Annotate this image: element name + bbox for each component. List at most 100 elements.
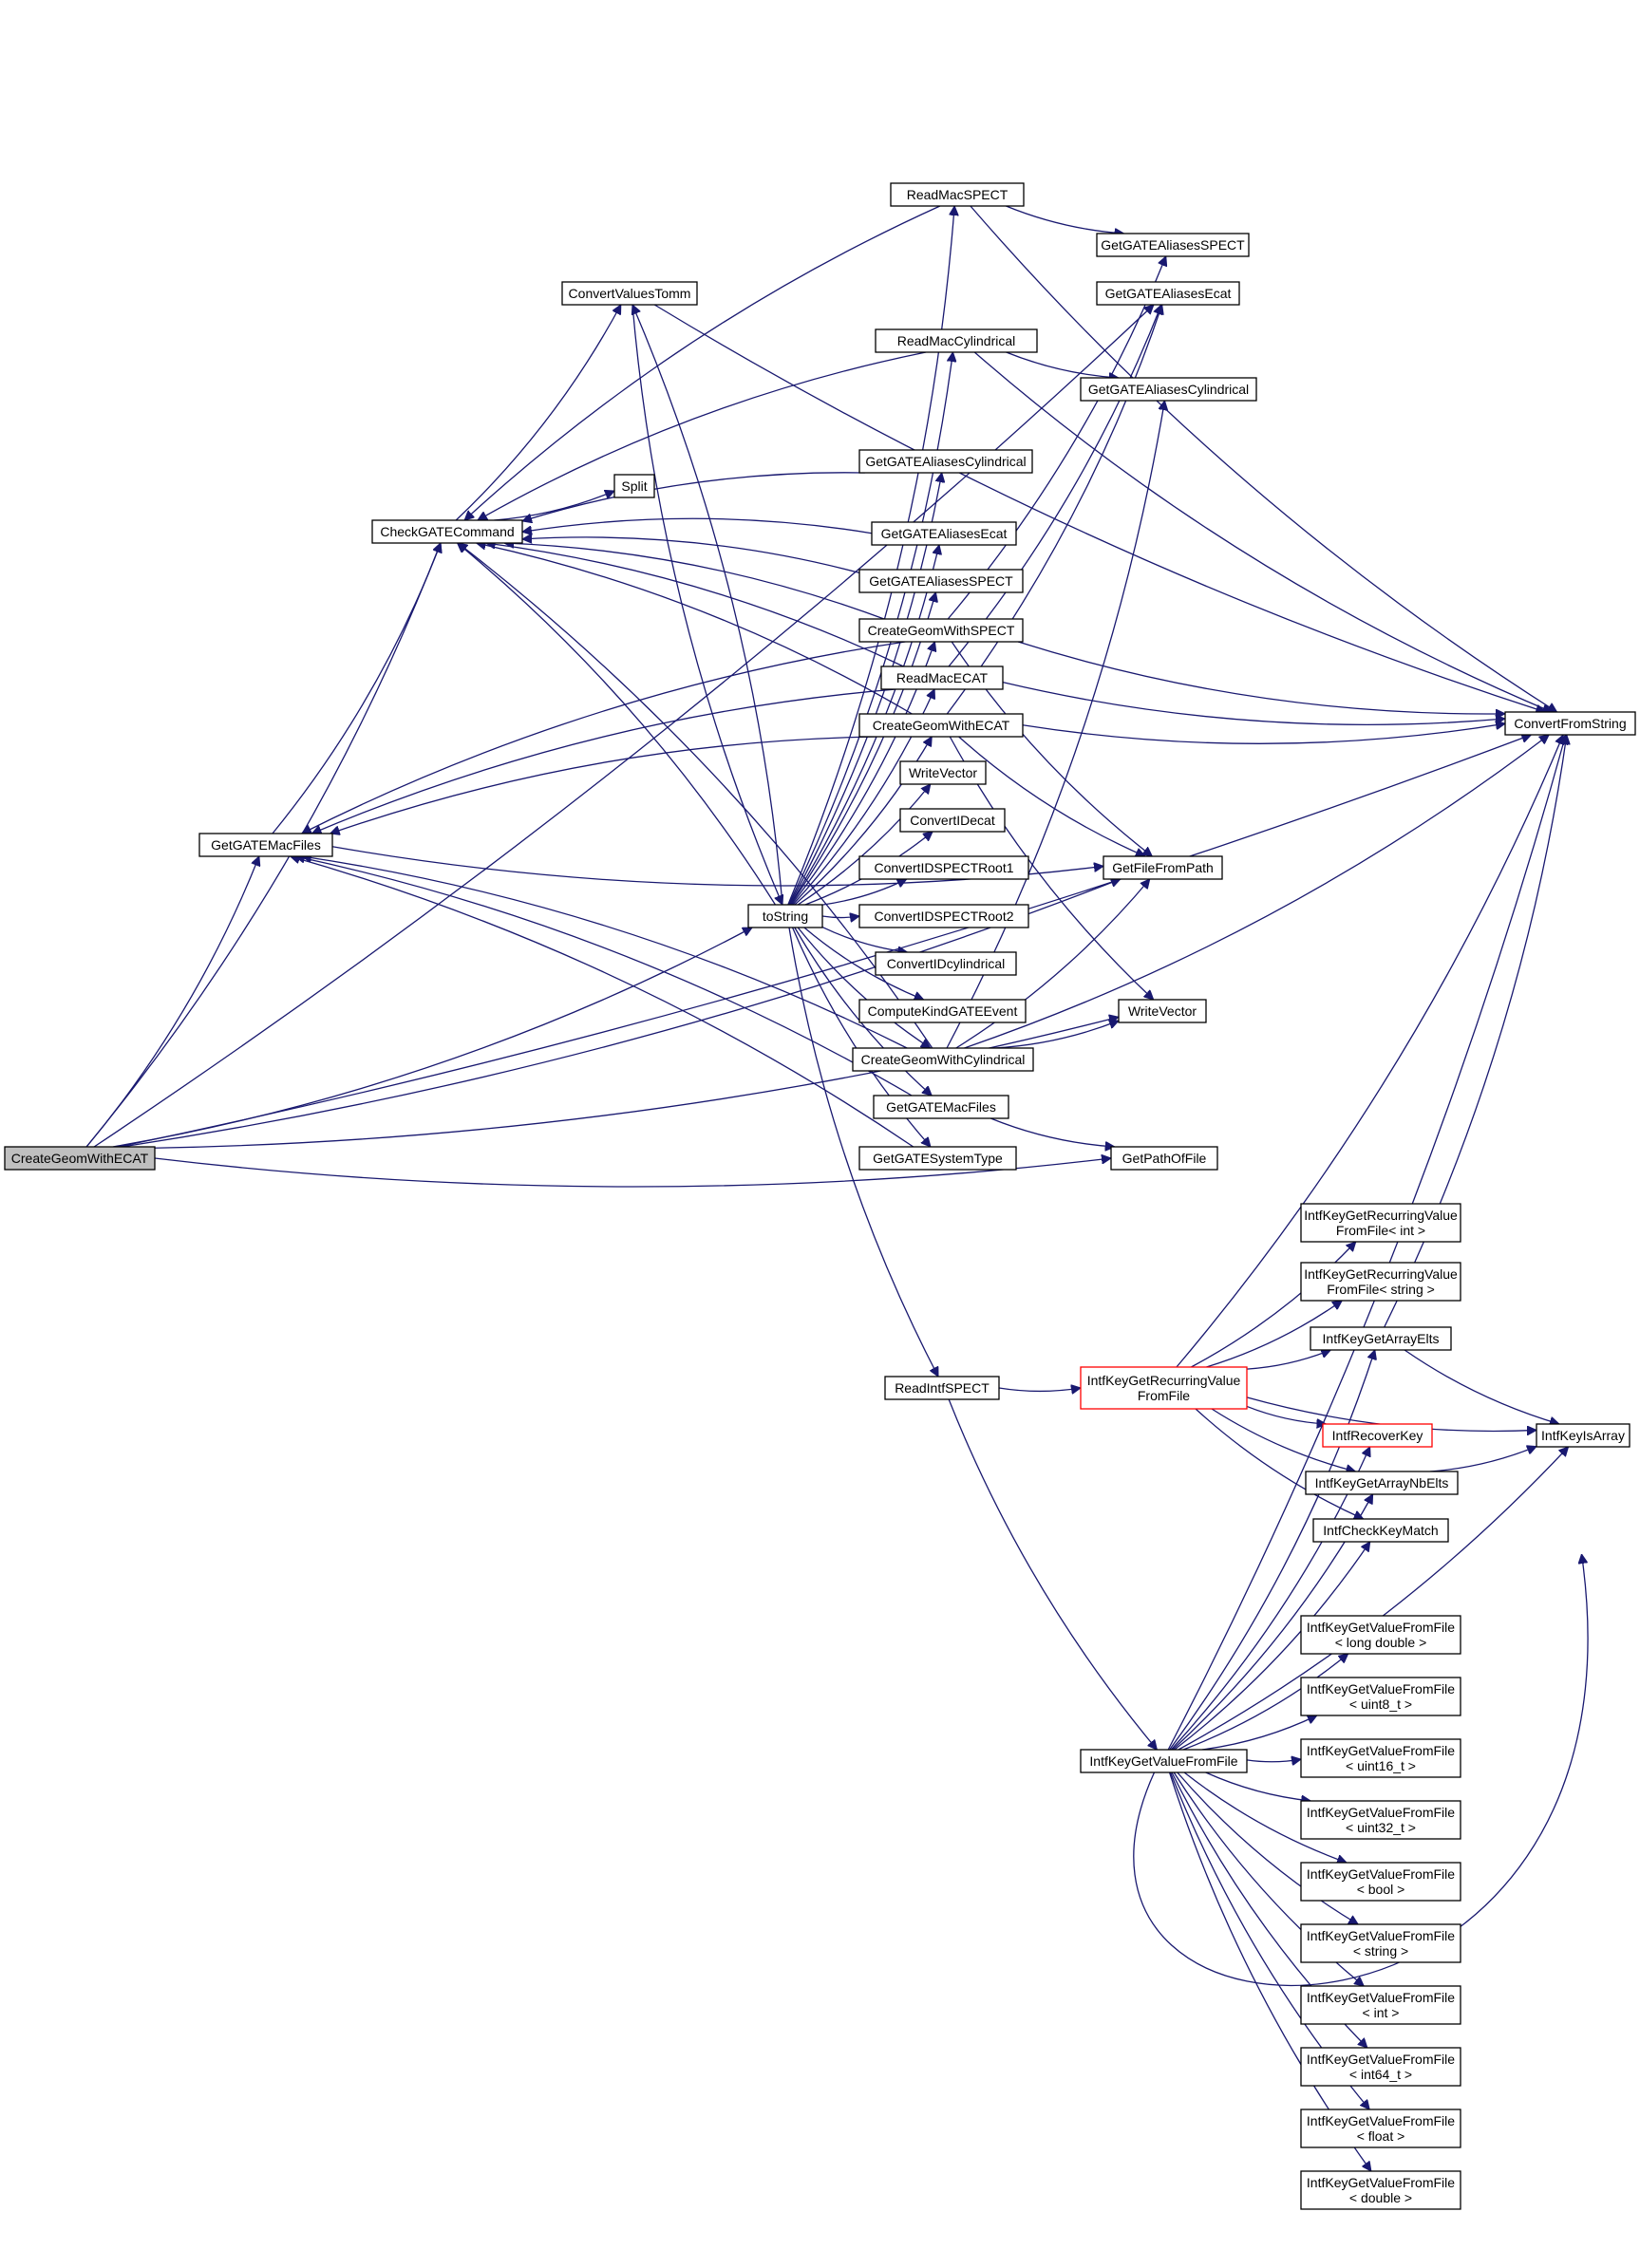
node-box (1300, 1862, 1461, 1902)
node-v-double[interactable]: IntfKeyGetValueFromFile< double > (1300, 2170, 1461, 2210)
node-box (1300, 1923, 1461, 1963)
node-convidspect1[interactable]: ConvertIDSPECTRoot1 (858, 855, 1029, 880)
node-label: ReadMacSPECT (907, 187, 1009, 202)
node-label: ComputeKindGATEEvent (868, 1003, 1018, 1019)
node-v-uint16[interactable]: IntfKeyGetValueFromFile< uint16_t > (1300, 1738, 1461, 1778)
node-label: < int64_t > (1349, 2067, 1412, 2082)
node-box (884, 1376, 1000, 1400)
call-edge (1384, 735, 1567, 1328)
node-intf-recoverkey[interactable]: IntfRecoverKey (1322, 1423, 1433, 1448)
node-label: IntfKeyGetValueFromFile (1307, 1620, 1455, 1635)
node-cg-ecat[interactable]: CreateGeomWithECAT (858, 713, 1024, 738)
node-box (858, 855, 1029, 880)
node-intf-arraynb[interactable]: IntfKeyGetArrayNbElts (1305, 1471, 1459, 1495)
node-box (1300, 1203, 1461, 1243)
node-v-int[interactable]: IntfKeyGetValueFromFile< int > (1300, 1985, 1461, 2025)
call-edge (1182, 1654, 1348, 1751)
node-getmac-m[interactable]: GetGATEMacFiles (873, 1095, 1009, 1119)
node-v-int64[interactable]: IntfKeyGetValueFromFile< int64_t > (1300, 2047, 1461, 2087)
node-getmac-l[interactable]: GetGATEMacFiles (198, 833, 333, 857)
node-label: GetPathOfFile (1122, 1151, 1207, 1166)
node-getali-cyl-m[interactable]: GetGATEAliasesCylindrical (858, 449, 1033, 474)
node-label: IntfKeyGetValueFromFile (1307, 1990, 1455, 2005)
call-edge (1006, 205, 1123, 234)
node-computekind[interactable]: ComputeKindGATEEvent (858, 999, 1027, 1023)
call-edge (522, 472, 865, 521)
node-writevec-m[interactable]: WriteVector (899, 760, 987, 785)
node-convidecat[interactable]: ConvertIDecat (899, 808, 1006, 833)
node-box (561, 281, 698, 306)
node-intf-getval[interactable]: IntfKeyGetValueFromFile (1080, 1749, 1248, 1773)
node-label: ConvertValuesTomm (569, 286, 691, 301)
node-intf-checkkey[interactable]: IntfCheckKeyMatch (1312, 1518, 1449, 1543)
node-box (1300, 1615, 1461, 1655)
node-tostring[interactable]: toString (747, 904, 823, 928)
node-box (899, 760, 987, 785)
call-edge (1177, 1771, 1358, 1924)
node-getali-cyl-r[interactable]: GetGATEAliasesCylindrical (1080, 377, 1257, 402)
node-convidcyl[interactable]: ConvertIDcylindrical (875, 951, 1017, 976)
node-v-longdouble[interactable]: IntfKeyGetValueFromFile< long double > (1300, 1615, 1461, 1655)
node-v-uint8[interactable]: IntfKeyGetValueFromFile< uint8_t > (1300, 1677, 1461, 1716)
call-edge (791, 927, 931, 1147)
node-getpathoffile[interactable]: GetPathOfFile (1110, 1146, 1218, 1171)
node-convidspect2[interactable]: ConvertIDSPECTRoot2 (858, 904, 1029, 928)
node-label: ReadMacECAT (896, 670, 989, 685)
call-edge (631, 304, 782, 905)
node-root[interactable]: CreateGeomWithECAT (4, 1146, 156, 1171)
node-readecat[interactable]: ReadMacECAT (880, 665, 1004, 690)
node-v-uint32[interactable]: IntfKeyGetValueFromFile< uint32_t > (1300, 1800, 1461, 1840)
node-v-float[interactable]: IntfKeyGetValueFromFile< float > (1300, 2109, 1461, 2148)
call-edge (291, 856, 914, 1148)
call-edge (1167, 735, 1566, 1751)
node-convfromstring[interactable]: ConvertFromString (1504, 711, 1636, 736)
call-edge (973, 351, 1552, 712)
node-label: IntfKeyGetArrayElts (1323, 1331, 1440, 1346)
node-v-string[interactable]: IntfKeyGetValueFromFile< string > (1300, 1923, 1461, 1963)
node-label: GetGATEAliasesSPECT (1101, 237, 1245, 253)
call-edge (477, 543, 913, 715)
node-label: IntfCheckKeyMatch (1323, 1523, 1438, 1538)
node-box (1118, 999, 1207, 1023)
call-edge (1017, 641, 1505, 714)
node-box (613, 474, 655, 498)
node-readspect[interactable]: ReadMacSPECT (890, 182, 1025, 207)
call-edge (295, 856, 913, 1097)
call-edge (504, 543, 885, 620)
node-label: IntfKeyGetValueFromFile (1307, 1928, 1455, 1943)
node-getfilefrompath[interactable]: GetFileFromPath (1103, 855, 1223, 880)
node-cg-spect[interactable]: CreateGeomWithSPECT (858, 618, 1024, 643)
node-box (1300, 2109, 1461, 2148)
call-edge (797, 784, 931, 906)
node-check[interactable]: CheckGATECommand (371, 519, 523, 544)
node-box (899, 808, 1006, 833)
node-label: GetGATEAliasesCylindrical (1088, 382, 1249, 397)
node-box (1300, 2170, 1461, 2210)
node-intf-arrayelts[interactable]: IntfKeyGetArrayElts (1310, 1326, 1452, 1351)
call-edge (458, 543, 933, 1049)
node-getali-ecat-r[interactable]: GetGATEAliasesEcat (1096, 281, 1240, 306)
node-getali-spect-m[interactable]: GetGATEAliasesSPECT (858, 569, 1024, 593)
node-writevec-r[interactable]: WriteVector (1118, 999, 1207, 1023)
node-cg-cyl[interactable]: CreateGeomWithCylindrical (852, 1047, 1034, 1072)
node-box (858, 1146, 1017, 1171)
node-readintf[interactable]: ReadIntfSPECT (884, 1376, 1000, 1400)
call-edge (478, 351, 927, 521)
node-getali-spect-r[interactable]: GetGATEAliasesSPECT (1096, 233, 1250, 257)
node-readcyl[interactable]: ReadMacCylindrical (875, 328, 1038, 353)
node-getali-ecat-m[interactable]: GetGATEAliasesEcat (871, 521, 1017, 546)
node-box (890, 182, 1025, 207)
call-edge (1002, 682, 1505, 725)
node-convvals[interactable]: ConvertValuesTomm (561, 281, 698, 306)
node-intf-iskarray[interactable]: IntfKeyIsArray (1536, 1423, 1631, 1448)
node-box (4, 1146, 156, 1171)
node-label: GetGATEAliasesEcat (1105, 286, 1232, 301)
node-v-bool[interactable]: IntfKeyGetValueFromFile< bool > (1300, 1862, 1461, 1902)
node-label: GetGATEMacFiles (886, 1099, 996, 1115)
node-split[interactable]: Split (613, 474, 655, 498)
node-getsystype[interactable]: GetGATESystemType (858, 1146, 1017, 1171)
node-box (1300, 1800, 1461, 1840)
